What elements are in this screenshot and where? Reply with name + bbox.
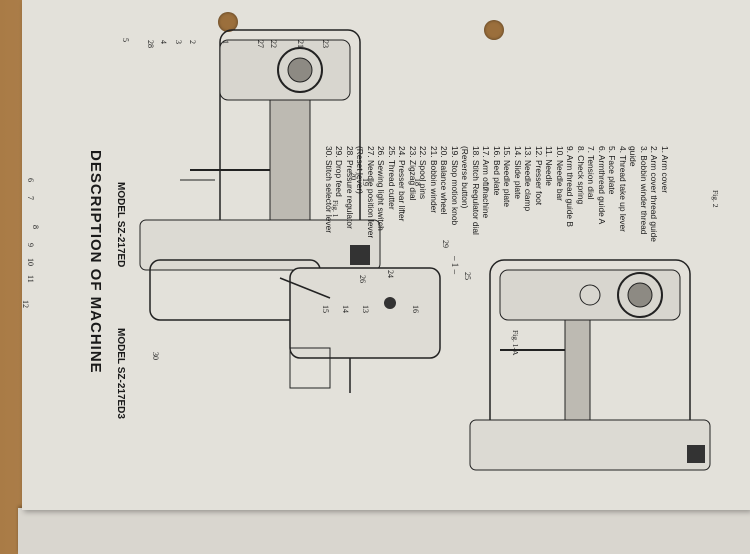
list-item: 24. Presser bar lifter — [397, 146, 408, 222]
list-item: 25. Thread cutter — [387, 146, 397, 210]
list-item: 29. Drop feed — [334, 146, 345, 197]
rotated-content: DESCRIPTION OF MACHINE MODEL SZ-217ED MO… — [21, 0, 750, 510]
callout: 4 — [159, 40, 168, 44]
callout: 22 — [269, 40, 278, 48]
binder-hole — [218, 12, 238, 32]
list-item: 27. Needle position lever — [366, 146, 376, 239]
list-item: 3. Bobbin winder thread — [639, 146, 649, 235]
list-item: (Reset lever) — [355, 146, 366, 194]
callout: 3 — [174, 40, 183, 44]
list-item: 7. Tension dial — [586, 146, 597, 200]
callout: 7 — [26, 196, 35, 200]
list-item: 19. Stop motion knob — [450, 146, 460, 226]
list-item: 21. Bobbin winder — [429, 146, 439, 214]
callout: 1 — [221, 40, 230, 44]
list-item: 5. Face plate — [607, 146, 618, 195]
list-item: 1. Arm cover — [660, 146, 670, 194]
list-item: 2. Arm cover thread guide — [649, 146, 660, 242]
list-item: guide — [628, 146, 639, 167]
callout: 28 — [146, 40, 155, 48]
callout: 23 — [321, 40, 330, 48]
model-label-2: MODEL SZ-217ED3 — [115, 328, 126, 419]
callout: 21 — [296, 40, 305, 48]
machine-diagram-fig1a — [279, 267, 441, 393]
list-item: 26. Sewing light switch — [376, 146, 387, 231]
list-item: 14. Slide plate — [513, 146, 523, 200]
list-item: 17. Arm of machine — [481, 146, 492, 219]
callout: 6 — [26, 178, 35, 182]
callout: 27 — [256, 40, 265, 48]
list-item: 8. Check spring — [576, 146, 586, 205]
list-item: 12. Presser foot — [534, 146, 544, 206]
callout: 2 — [188, 40, 197, 44]
list-item: 30. Stitch selector lever — [324, 146, 334, 234]
list-item: 20. Balance wheel — [439, 146, 450, 215]
list-item: 9. Arm thread guide B — [565, 146, 576, 228]
list-item: 4. Thread take up lever — [618, 146, 628, 232]
machine-diagram-fig1 — [139, 29, 381, 321]
callout: 5 — [121, 38, 130, 42]
callout: 12 — [21, 300, 30, 308]
parts-list: 1. Arm cover 2. Arm cover thread guide 3… — [324, 146, 670, 526]
binder-hole — [484, 20, 504, 40]
list-item: 13. Needle clamp — [523, 146, 534, 212]
callout: 10 — [26, 258, 35, 266]
list-item: 18. Stitch Regulator dial — [471, 146, 481, 235]
list-item: 15. Needle plate — [502, 146, 513, 207]
figure-caption-fig2: Fig. 2 — [711, 190, 720, 208]
manual-page: DESCRIPTION OF MACHINE MODEL SZ-217ED MO… — [21, 0, 750, 510]
list-item: 23. Zigzag dial — [408, 146, 418, 201]
callout: 8 — [31, 225, 40, 229]
list-item: 22. Spool pins — [418, 146, 429, 200]
list-item: (Reverse button) — [460, 146, 471, 209]
list-item: 10. Needle bar — [555, 146, 565, 201]
list-item: 16. Bed plate — [492, 146, 502, 196]
machine-diagram-fig2 — [469, 259, 711, 471]
list-item: 11. Needle — [544, 146, 555, 186]
callout: 11 — [26, 275, 35, 283]
underlying-page — [18, 508, 750, 554]
callout: 30 — [151, 352, 160, 360]
page-title: DESCRIPTION OF MACHINE — [87, 150, 104, 374]
list-item: 28. Pressure regulator — [345, 146, 355, 229]
callout: 9 — [26, 243, 35, 247]
list-item: 6. Armthread guide A — [597, 146, 607, 225]
